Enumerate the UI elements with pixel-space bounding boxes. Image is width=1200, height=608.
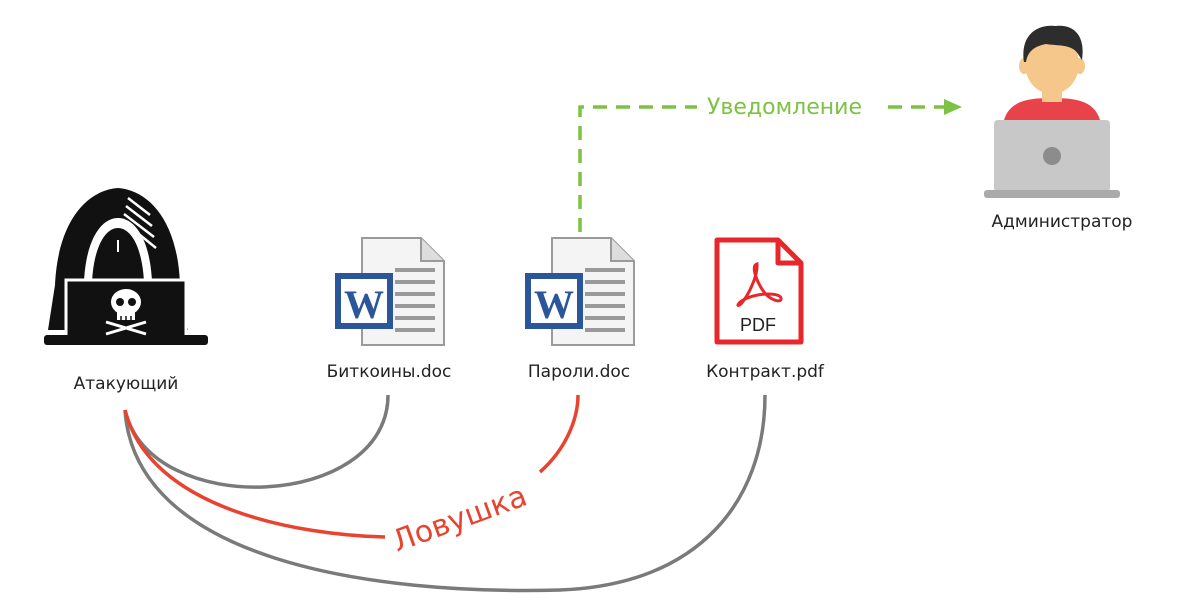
hacker-icon xyxy=(44,188,208,345)
word-document-icon: W xyxy=(335,237,445,346)
notification-line-vertical xyxy=(578,105,697,232)
pdf-document-icon: PDF xyxy=(714,237,804,345)
word-document-icon: W xyxy=(525,237,635,346)
connection-contract xyxy=(123,394,767,593)
notification-label: Уведомление xyxy=(707,95,862,120)
acrobat-icon xyxy=(736,262,783,307)
admin-label: Администратор xyxy=(992,212,1133,232)
file-passwords-label: Пароли.doc xyxy=(528,362,630,382)
file-bitcoins-label: Биткоины.doc xyxy=(327,362,452,382)
word-letter: W xyxy=(344,282,384,327)
notification-arrow-head xyxy=(944,99,962,115)
word-letter: W xyxy=(534,282,574,327)
connection-trap xyxy=(123,394,580,539)
pdf-text: PDF xyxy=(740,315,776,335)
connection-bitcoins xyxy=(123,394,390,489)
administrator-icon xyxy=(984,25,1120,198)
attacker-label: Атакующий xyxy=(74,374,179,394)
skull-icon xyxy=(105,289,147,336)
trap-label: Ловушка xyxy=(388,479,532,560)
file-contract-label: Контракт.pdf xyxy=(706,362,825,382)
